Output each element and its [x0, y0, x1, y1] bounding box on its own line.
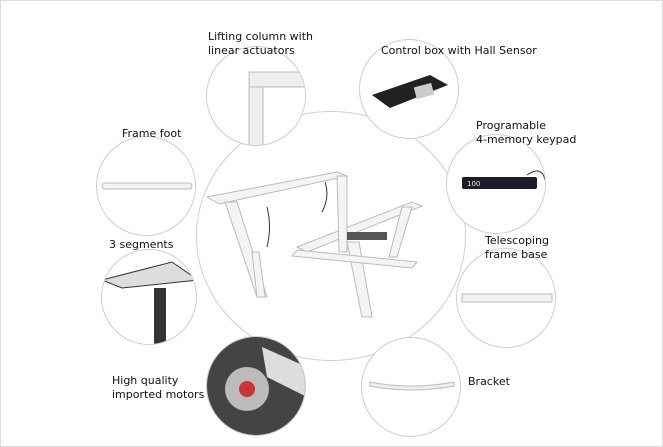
- bracket-circle: [361, 337, 461, 437]
- label-line: Programable: [476, 119, 546, 132]
- label-line: 4-memory keypad: [476, 133, 577, 146]
- label-line: High quality: [112, 374, 179, 387]
- telescoping-label: Telescoping frame base: [485, 234, 549, 262]
- control-box-circle: [359, 39, 459, 139]
- bracket-image: [369, 381, 455, 391]
- main-frame-circle: [196, 111, 466, 361]
- motor-image: [207, 337, 305, 435]
- label-line: imported motors: [112, 388, 205, 401]
- telescoping-image: [461, 293, 553, 303]
- label-line: Telescoping: [485, 234, 549, 247]
- telescoping-circle: [456, 248, 556, 348]
- keypad-circle: 100: [446, 134, 546, 234]
- segments-circle: [101, 249, 197, 345]
- frame-foot-circle: [96, 136, 196, 236]
- motors-circle: [206, 336, 306, 436]
- keypad-label: Programable 4-memory keypad: [476, 119, 576, 147]
- lifting-column-label: Lifting column with linear actuators: [208, 30, 313, 58]
- lifting-column-image: [248, 71, 305, 145]
- label-line: frame base: [485, 248, 548, 261]
- label-line: linear actuators: [208, 44, 295, 57]
- segments-label: 3 segments: [109, 238, 174, 251]
- bracket-label: Bracket: [468, 375, 510, 388]
- motors-label: High quality imported motors: [112, 374, 204, 402]
- lifting-column-circle: [206, 46, 306, 146]
- desk-frame-image: [205, 171, 424, 318]
- label-line: Lifting column with: [208, 30, 314, 43]
- control-box-label: Control box with Hall Sensor: [381, 44, 537, 57]
- frame-foot-image: [101, 182, 193, 190]
- control-box-image: [372, 75, 448, 108]
- keypad-display: 100: [467, 180, 480, 188]
- frame-foot-label: Frame foot: [122, 127, 182, 140]
- keypad-image: 100: [462, 170, 545, 189]
- segments-image: [102, 261, 196, 344]
